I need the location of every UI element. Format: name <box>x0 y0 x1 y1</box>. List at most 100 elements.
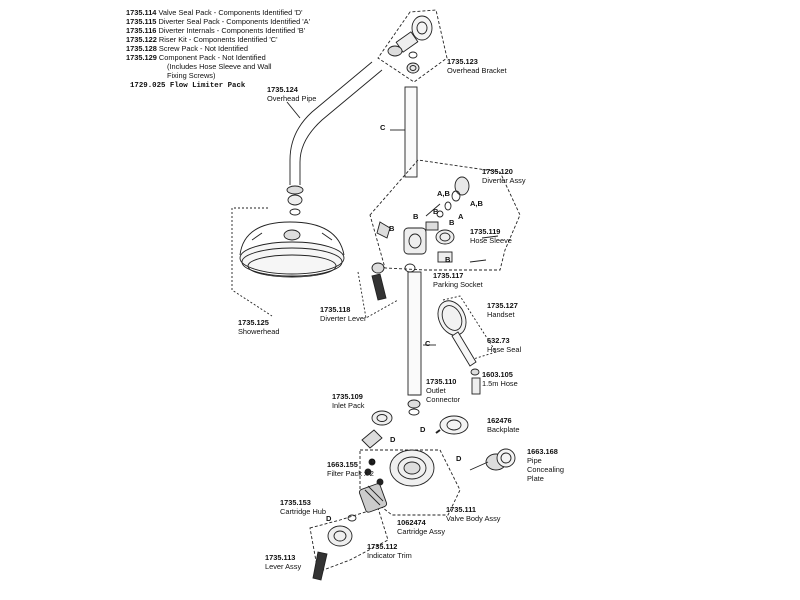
label-valve-body-assy: 1735.111 Valve Body Assy <box>446 505 501 523</box>
part-name: Diverter Assy <box>482 176 526 185</box>
part-code: 1735.127 <box>487 301 518 310</box>
label-handset: 1735.127 Handset <box>487 301 518 319</box>
part-name: Showerhead <box>238 327 280 336</box>
part-code: 1735.109 <box>332 392 363 401</box>
handset-drawing <box>437 295 497 395</box>
part-code: 1735.112 <box>367 542 398 551</box>
part-code: 1603.105 <box>482 370 513 379</box>
marker-b: B <box>413 212 419 221</box>
part-code: 1663.168 <box>527 447 558 456</box>
part-name: Diverter Lever <box>320 314 367 323</box>
legend-text: Diverter Internals - Components Identifi… <box>158 26 306 35</box>
legend-text: Riser Kit - Components Identified 'C' <box>158 35 278 44</box>
legend-note: Fixing Screws) <box>167 71 215 80</box>
part-name: Cartridge Assy <box>397 527 446 536</box>
part-name: Indicator Trim <box>367 551 412 560</box>
legend-row: 1735.116 Diverter Internals - Components… <box>126 26 305 35</box>
part-name: Overhead Pipe <box>267 94 317 103</box>
label-overhead-pipe: 1735.124 Overhead Pipe <box>267 85 316 103</box>
overhead-bracket-drawing <box>377 9 448 83</box>
label-indicator-trim: 1735.112 Indicator Trim <box>367 542 412 560</box>
diverter-assy-drawing <box>369 159 521 273</box>
legend-text: Component Pack - Not Identified <box>158 53 266 62</box>
part-name: Valve Body Assy <box>446 514 501 523</box>
marker-b: B <box>433 207 439 216</box>
legend-text: Valve Seal Pack - Components Identified … <box>158 8 303 17</box>
legend-row: 1735.114 Valve Seal Pack - Components Id… <box>126 8 303 17</box>
marker-ab: A,B <box>470 199 483 208</box>
legend-row: 1735.129 Component Pack - Not Identified <box>126 53 266 62</box>
legend-note: (Includes Hose Sleeve and Wall <box>167 62 272 71</box>
diverter-lever-drawing <box>357 262 399 319</box>
legend-note-text: (Includes <box>167 62 197 71</box>
legend-row: 1729.025 Flow Limiter Pack <box>130 82 245 91</box>
label-pipe-concealing-plate: 1663.168 Pipe Concealing Plate <box>527 447 579 483</box>
part-name: Cartridge Hub <box>280 507 327 516</box>
part-name: Hose Seal <box>487 345 522 354</box>
part-code: 1735.120 <box>482 167 513 176</box>
legend-row: 1735.128 Screw Pack - Not Identified <box>126 44 248 53</box>
label-diverter-assy: 1735.120 Diverter Assy <box>482 167 526 185</box>
overhead-pipe-drawing <box>286 61 383 216</box>
label-diverter-lever: 1735.118 Diverter Lever <box>320 305 366 323</box>
part-name: Outlet Connector <box>426 386 461 404</box>
part-code: 1735.113 <box>265 553 296 562</box>
marker-a: A <box>458 212 464 221</box>
label-outlet-connector: 1735.110 Outlet Connector <box>426 377 466 404</box>
label-hose: 1603.105 1.5m Hose <box>482 370 518 388</box>
marker-b: B <box>389 224 395 233</box>
showerhead-drawing <box>231 207 345 317</box>
label-cartridge-assy: 1062474 Cartridge Assy <box>397 518 445 536</box>
part-code: 1735.123 <box>447 57 478 66</box>
part-name: Inlet Pack <box>332 401 365 410</box>
part-name: Parking Socket <box>433 280 483 289</box>
legend-text: Screw Pack - Not Identified <box>158 44 249 53</box>
label-filter-pack: 1663.155 Filter Pack x 2 <box>327 460 374 478</box>
marker-c: C <box>425 339 431 348</box>
part-name: Handset <box>487 310 515 319</box>
legend-code: 1735.122 <box>126 35 157 44</box>
part-name: Filter Pack x 2 <box>327 469 374 478</box>
legend-text: Flow Limiter Pack <box>169 82 246 90</box>
label-backplate: 162476 Backplate <box>487 416 519 434</box>
part-code: 1735.119 <box>470 227 501 236</box>
legend-text: Diverter Seal Pack - Components Identifi… <box>158 17 311 26</box>
part-name: Pipe Concealing Plate <box>527 456 564 483</box>
legend-code: 1735.114 <box>126 8 157 17</box>
legend-note-text: Hose Sleeve and Wall <box>199 62 272 71</box>
label-hose-sleeve: 1735.119 Hose Sleeve <box>470 227 512 245</box>
legend-code: 1735.115 <box>126 17 157 26</box>
part-code: 1062474 <box>397 518 426 527</box>
part-name: Hose Sleeve <box>470 236 512 245</box>
marker-b: B <box>445 255 451 264</box>
part-code: 1735.111 <box>446 505 477 514</box>
part-name: Overhead Bracket <box>447 66 507 75</box>
label-parking-socket: 1735.117 Parking Socket <box>433 271 483 289</box>
label-cartridge-hub: 1735.153 Cartridge Hub <box>280 498 326 516</box>
part-code: 1663.155 <box>327 460 358 469</box>
part-code: 1735.110 <box>426 377 457 386</box>
marker-d: D <box>456 454 462 463</box>
legend-code: 1735.128 <box>126 44 157 53</box>
label-showerhead: 1735.125 Showerhead <box>238 318 280 336</box>
legend-code: 1735.116 <box>126 26 157 35</box>
part-code: 1735.124 <box>267 85 298 94</box>
legend-row: 1735.115 Diverter Seal Pack - Components… <box>126 17 310 26</box>
part-name: Lever Assy <box>265 562 302 571</box>
part-code: 162476 <box>487 416 512 425</box>
marker-d: D <box>390 435 396 444</box>
cartridge-drawing <box>309 483 389 581</box>
marker-d: D <box>420 425 426 434</box>
legend-note-text: Fixing Screws) <box>167 71 216 80</box>
legend-row: 1735.122 Riser Kit - Components Identifi… <box>126 35 278 44</box>
marker-ab: A,B <box>437 189 450 198</box>
valve-top-drawing <box>361 394 469 449</box>
part-code: 1735.153 <box>280 498 311 507</box>
legend-code: 1729.025 <box>130 82 166 90</box>
marker-c: C <box>380 123 386 132</box>
marker-b: B <box>449 218 455 227</box>
part-code: 1735.125 <box>238 318 269 327</box>
legend-code: 1735.129 <box>126 53 157 62</box>
part-code: 1735.117 <box>433 271 464 280</box>
